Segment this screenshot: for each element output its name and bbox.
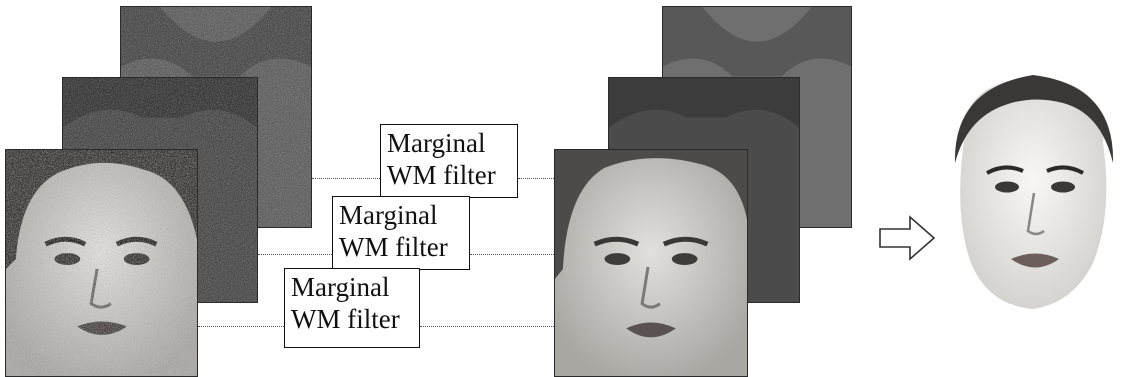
marginal-wm-filter-box-2: Marginal WM filter <box>332 196 470 270</box>
connector-line-2b <box>470 254 554 255</box>
filter-label-line1: Marginal <box>291 272 390 302</box>
marginal-wm-filter-box-3: Marginal WM filter <box>284 268 420 348</box>
connector-line-3 <box>198 326 284 327</box>
connector-line-1b <box>518 178 554 179</box>
filtered-output-face <box>554 149 748 377</box>
connector-line-3b <box>420 326 554 327</box>
connector-line-1 <box>312 178 380 179</box>
noisy-input-face <box>5 149 198 377</box>
noisy-channel-3 <box>120 6 312 228</box>
hollow-right-arrow-icon <box>879 215 936 261</box>
filter-label-line2: WM filter <box>291 304 400 334</box>
filter-label-line2: WM filter <box>387 160 496 190</box>
connector-line-2 <box>258 254 332 255</box>
filter-label-line2: WM filter <box>339 232 448 262</box>
reconstructed-color-face <box>943 73 1124 310</box>
filter-label-line1: Marginal <box>387 128 486 158</box>
marginal-wm-filter-box-1: Marginal WM filter <box>380 124 518 198</box>
filter-label-line1: Marginal <box>339 200 438 230</box>
